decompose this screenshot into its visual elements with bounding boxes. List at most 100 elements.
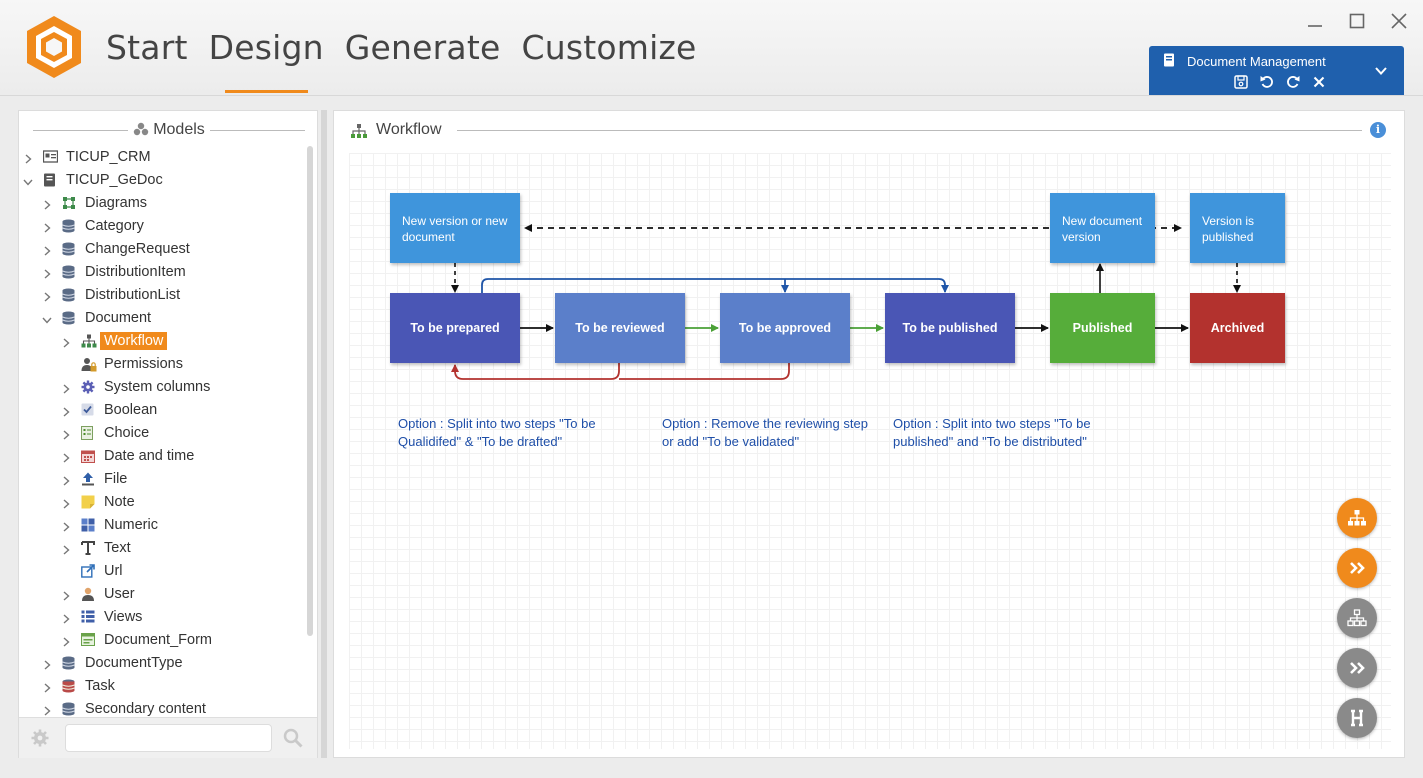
nav-design[interactable]: Design <box>209 28 324 94</box>
save-button[interactable] <box>1232 73 1249 90</box>
chevron-right-icon[interactable] <box>61 543 71 555</box>
minimize-button[interactable] <box>1302 8 1328 34</box>
forward-gray-button[interactable] <box>1337 648 1377 688</box>
chevron-down-icon[interactable] <box>23 175 33 186</box>
node-to-be-prepared[interactable]: To be prepared <box>390 293 520 363</box>
chevron-down-icon[interactable] <box>42 313 52 324</box>
chevron-right-icon[interactable] <box>42 658 52 670</box>
chevron-right-icon[interactable] <box>42 704 52 716</box>
tree-item[interactable]: Secondary content <box>42 698 206 718</box>
chevron-right-icon[interactable] <box>61 635 71 647</box>
tree-item[interactable]: Diagrams <box>42 192 147 214</box>
database-icon <box>62 311 76 325</box>
tree-item[interactable]: Url <box>61 560 123 582</box>
undo-button[interactable] <box>1258 73 1275 90</box>
maximize-button[interactable] <box>1344 8 1370 34</box>
tree-item[interactable]: System columns <box>61 376 210 398</box>
nav-generate[interactable]: Generate <box>344 28 501 67</box>
tree-item[interactable]: Permissions <box>61 353 183 375</box>
chevron-right-icon[interactable] <box>61 589 71 601</box>
chevron-right-icon[interactable] <box>61 497 71 509</box>
views-icon <box>81 610 95 624</box>
tree-item[interactable]: DistributionList <box>42 284 180 306</box>
node-archived[interactable]: Archived <box>1190 293 1285 363</box>
panel-splitter[interactable] <box>321 110 327 758</box>
close-button[interactable] <box>1386 8 1412 34</box>
node-to-be-reviewed[interactable]: To be reviewed <box>555 293 685 363</box>
chevron-down-icon[interactable] <box>1374 64 1388 78</box>
chevron-right-icon[interactable] <box>61 520 71 532</box>
chevron-right-icon[interactable] <box>42 221 52 233</box>
chevron-right-icon[interactable] <box>61 474 71 486</box>
tree-item[interactable]: Text <box>61 537 131 559</box>
database-icon <box>62 242 76 256</box>
chevron-right-icon[interactable] <box>61 382 71 394</box>
node-new-document-version[interactable]: New document version <box>1050 193 1155 263</box>
workflow-canvas[interactable]: New version or new document New document… <box>349 153 1391 749</box>
tree-item[interactable]: Views <box>61 606 142 628</box>
tree-scrollbar[interactable] <box>307 146 313 636</box>
tree-item[interactable]: TICUP_GeDoc <box>23 169 163 191</box>
tree-item[interactable]: Category <box>42 215 144 237</box>
tree-item[interactable]: Numeric <box>61 514 158 536</box>
tree-item-label: Note <box>104 494 135 510</box>
nav-customize[interactable]: Customize <box>521 28 697 67</box>
tree-item-label: Date and time <box>104 448 195 464</box>
tree-item[interactable]: Task <box>42 675 115 697</box>
tree-spacer <box>61 566 71 576</box>
tree-item[interactable]: TICUP_CRM <box>23 146 151 168</box>
tree-item[interactable]: File <box>61 468 127 490</box>
info-icon[interactable]: i <box>1370 122 1386 138</box>
connector-approved-back <box>619 363 790 380</box>
node-to-be-published[interactable]: To be published <box>885 293 1015 363</box>
chevron-right-icon[interactable] <box>42 244 52 256</box>
hierarchy-outline-button[interactable] <box>1337 598 1377 638</box>
project-title: Document Management <box>1187 54 1326 69</box>
tree-item[interactable]: ChangeRequest <box>42 238 190 260</box>
tree-item[interactable]: Document_Form <box>61 629 212 651</box>
settings-gear-icon[interactable] <box>31 729 49 747</box>
history-button[interactable] <box>1337 698 1377 738</box>
chevron-right-icon[interactable] <box>61 405 71 417</box>
workflow-forward-button[interactable] <box>1337 548 1377 588</box>
search-icon[interactable] <box>283 728 303 748</box>
tree-item[interactable]: Document <box>42 307 151 329</box>
tree-item[interactable]: Date and time <box>61 445 194 467</box>
tree-item[interactable]: Note <box>61 491 135 513</box>
tree-item-label: Url <box>104 563 123 579</box>
tree-item-label: Workflow <box>100 332 168 350</box>
chevron-right-icon[interactable] <box>61 451 71 463</box>
chevron-right-icon[interactable] <box>42 198 52 210</box>
tree-item[interactable]: DistributionItem <box>42 261 186 283</box>
node-published[interactable]: Published <box>1050 293 1155 363</box>
node-to-be-approved[interactable]: To be approved <box>720 293 850 363</box>
models-icon <box>133 122 149 141</box>
tree-item-label: Secondary content <box>85 701 206 717</box>
chevron-right-icon[interactable] <box>42 681 52 693</box>
chevron-right-icon[interactable] <box>61 336 71 348</box>
chevron-right-icon[interactable] <box>23 152 33 164</box>
close-project-button[interactable] <box>1310 73 1327 90</box>
workflow-layout-button[interactable] <box>1337 498 1377 538</box>
nav-start[interactable]: Start <box>106 28 188 67</box>
tree-item[interactable]: User <box>61 583 135 605</box>
node-version-published[interactable]: Version is published <box>1190 193 1285 263</box>
tree-item[interactable]: Boolean <box>61 399 157 421</box>
models-search-input[interactable] <box>65 724 272 752</box>
tree-item[interactable]: Workflow <box>61 330 168 352</box>
tree-item[interactable]: Choice <box>61 422 149 444</box>
project-panel: Document Management <box>1149 46 1404 95</box>
chevron-right-icon[interactable] <box>61 612 71 624</box>
chevron-right-icon[interactable] <box>42 267 52 279</box>
redo-button[interactable] <box>1284 73 1301 90</box>
tree-item[interactable]: DocumentType <box>42 652 183 674</box>
tree-item-label: System columns <box>104 379 211 395</box>
tree-item-label: Document <box>85 310 152 326</box>
tree-item-label: DistributionItem <box>85 264 186 280</box>
node-new-version[interactable]: New version or new document <box>390 193 520 263</box>
h-letter-icon <box>1351 709 1363 727</box>
chevron-right-icon[interactable] <box>61 428 71 440</box>
chevron-right-icon[interactable] <box>42 290 52 302</box>
tree-item-label: Document_Form <box>104 632 212 648</box>
